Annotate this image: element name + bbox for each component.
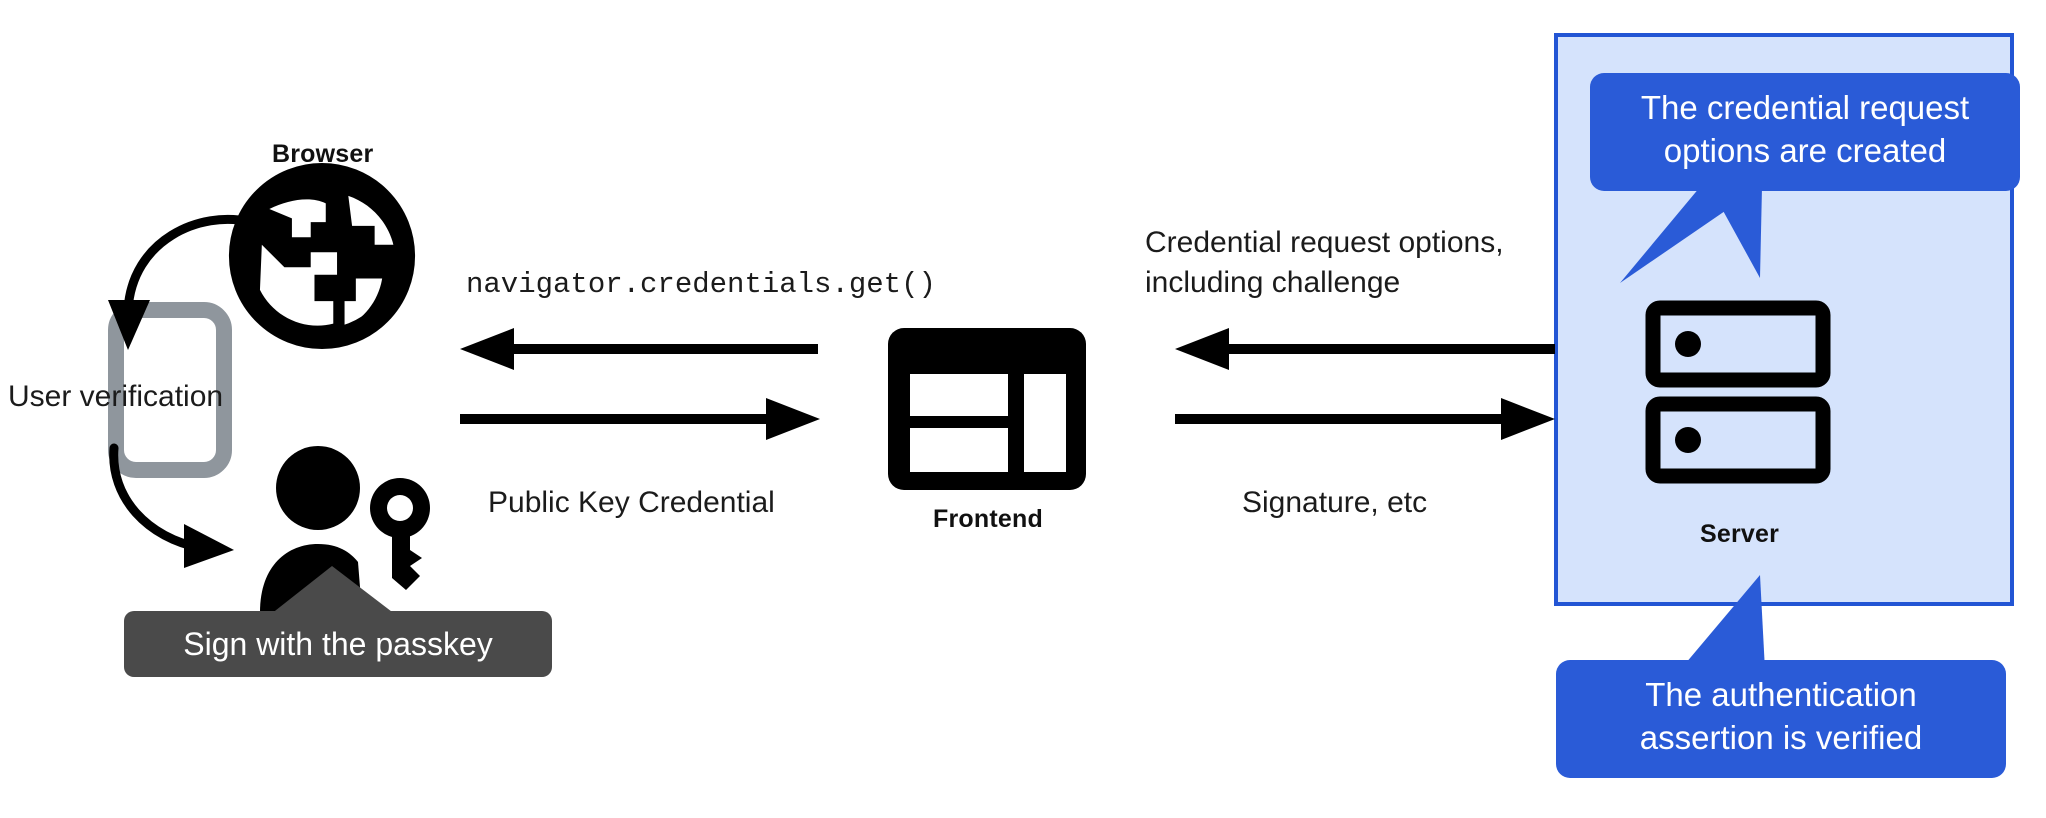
web-layout-icon [888, 328, 1086, 490]
callout-line-2: assertion is verified [1639, 718, 1923, 756]
arrow-label-public-key-credential: Public Key Credential [488, 486, 775, 519]
callout-credential-request-options [1590, 83, 2020, 303]
server-rack-icon [1645, 300, 1831, 484]
server-label: Server [1700, 520, 1780, 548]
arrow-left-server-response [1175, 328, 1555, 370]
arrow-label-navigator-credentials-get: navigator.credentials.get() [466, 268, 936, 301]
arrow-phone-to-user [96, 438, 306, 598]
passkey-tooltip: Sign with the passkey [124, 611, 552, 677]
arrow-right-public-key-credential [460, 398, 820, 440]
callout-line-2: options are created [1663, 131, 1947, 169]
callout-authentication-assertion-bubble: The authentication assertion is verified [1556, 660, 2006, 778]
passkey-tooltip-text: Sign with the passkey [183, 625, 493, 662]
callout-line-1: The authentication [1645, 676, 1917, 713]
callout-line-1: The credential request [1640, 89, 1970, 126]
globe-icon [228, 162, 416, 350]
arrow-right-signature [1175, 398, 1555, 440]
arrow-label-credential-request-options: Credential request options, including ch… [1145, 223, 1504, 302]
arrow-browser-to-phone [80, 200, 320, 380]
user-verification-label: User verification [8, 380, 224, 413]
person-with-key-icon [250, 440, 440, 620]
arrow-label-line-2: including challenge [1145, 265, 1401, 299]
callout-authentication-assertion-tail [1590, 565, 2020, 675]
frontend-label: Frontend [933, 505, 1043, 533]
arrow-label-signature-etc: Signature, etc [1242, 486, 1428, 519]
arrow-left-browser-request [460, 328, 820, 370]
callout-credential-request-options-bubble: The credential request options are creat… [1590, 73, 2020, 191]
arrow-label-line-1: Credential request options, [1145, 226, 1504, 259]
smartphone-icon [108, 302, 232, 478]
passkey-tooltip-tail [124, 560, 552, 620]
